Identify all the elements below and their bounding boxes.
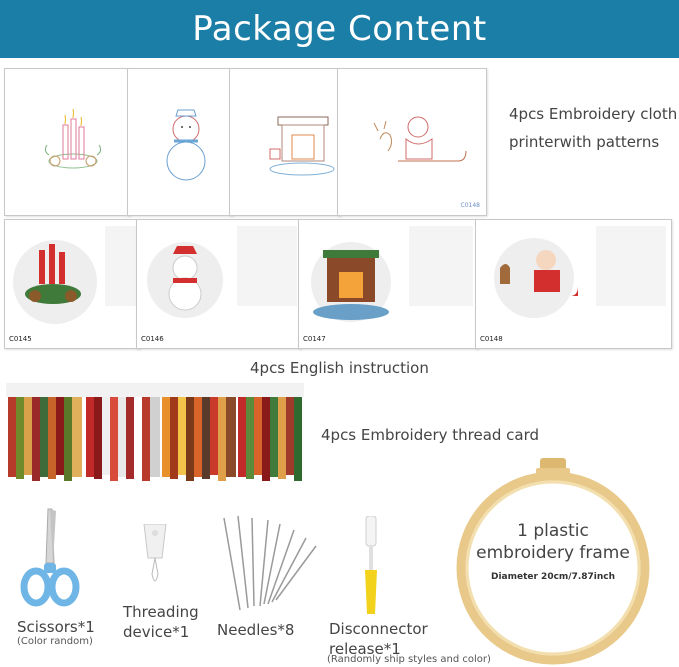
disconnector-label: Disconnector release*1 <box>329 619 428 659</box>
disconnector-label-line2: release*1 <box>329 640 401 658</box>
thread-bundle-icon <box>84 383 162 481</box>
scissors-label: Scissors*1 <box>17 618 95 636</box>
instruction-sheet-2: C0146 <box>136 219 301 349</box>
cloth-label-line2: printerwith patterns <box>509 133 660 151</box>
candles-illustration-icon <box>13 226 137 324</box>
snowman-illustration-icon <box>147 226 297 318</box>
thread-card-4 <box>236 383 304 483</box>
thread-label: 4pcs Embroidery thread card <box>321 426 540 444</box>
thread-bundle-icon <box>6 383 86 481</box>
instruction-label: 4pcs English instruction <box>250 359 429 377</box>
cloth-sheet-candles <box>4 68 130 216</box>
instruction-code-4: C0148 <box>480 335 503 343</box>
thread-bundle-icon <box>160 383 238 481</box>
scissors-icon <box>20 508 80 607</box>
threader-label: Threading device*1 <box>123 602 199 642</box>
threader-label-line2: device*1 <box>123 623 190 641</box>
disconnector-sub: (Randomly ship styles and color) <box>327 654 491 665</box>
cloth-code: C0148 <box>460 202 480 209</box>
santa-pattern-icon <box>373 116 467 162</box>
hoop-diameter: Diameter 20cm/7.87inch <box>490 572 616 582</box>
thread-bundle-icon <box>236 383 304 481</box>
page-title: Package Content <box>192 9 487 49</box>
instruction-sheet-4: C0148 <box>475 219 672 349</box>
hoop-title: 1 plastic embroidery frame <box>458 520 648 564</box>
threader-label-line1: Threading <box>123 603 199 621</box>
fireplace-illustration-icon <box>311 226 473 322</box>
instruction-sheet-1: C0145 <box>4 219 140 349</box>
embroidery-hoop-icon <box>456 458 650 665</box>
scissors-sub: (Color random) <box>17 636 93 647</box>
cloth-label: 4pcs Embroidery cloth printerwith patter… <box>509 100 677 156</box>
instruction-code-1: C0145 <box>9 335 32 343</box>
thread-card-3 <box>160 383 238 483</box>
needles-label: Needles*8 <box>217 621 295 639</box>
fireplace-pattern-icon <box>269 116 335 176</box>
cloth-sheet-snowman <box>127 68 233 216</box>
candles-pattern-icon <box>44 108 102 169</box>
instruction-sheet-3: C0147 <box>298 219 478 349</box>
hoop-title-line2: embroidery frame <box>476 543 630 563</box>
snowman-pattern-icon <box>166 109 206 181</box>
hoop-title-line1: 1 plastic <box>517 521 589 541</box>
instruction-code-3: C0147 <box>303 335 326 343</box>
santa-illustration-icon <box>494 226 666 318</box>
thread-card-2 <box>84 383 162 483</box>
thread-card-1 <box>6 383 86 483</box>
threader-icon <box>143 524 167 582</box>
needles-icon <box>223 515 317 611</box>
disconnector-label-line1: Disconnector <box>329 620 428 638</box>
instruction-code-2: C0146 <box>141 335 164 343</box>
cloth-sheet-santa: C0148 <box>337 68 487 216</box>
cloth-label-line1: 4pcs Embroidery cloth <box>509 105 678 123</box>
cloth-sheet-fireplace <box>229 68 341 216</box>
seam-ripper-icon <box>365 516 377 614</box>
header-banner: Package Content <box>0 0 679 58</box>
